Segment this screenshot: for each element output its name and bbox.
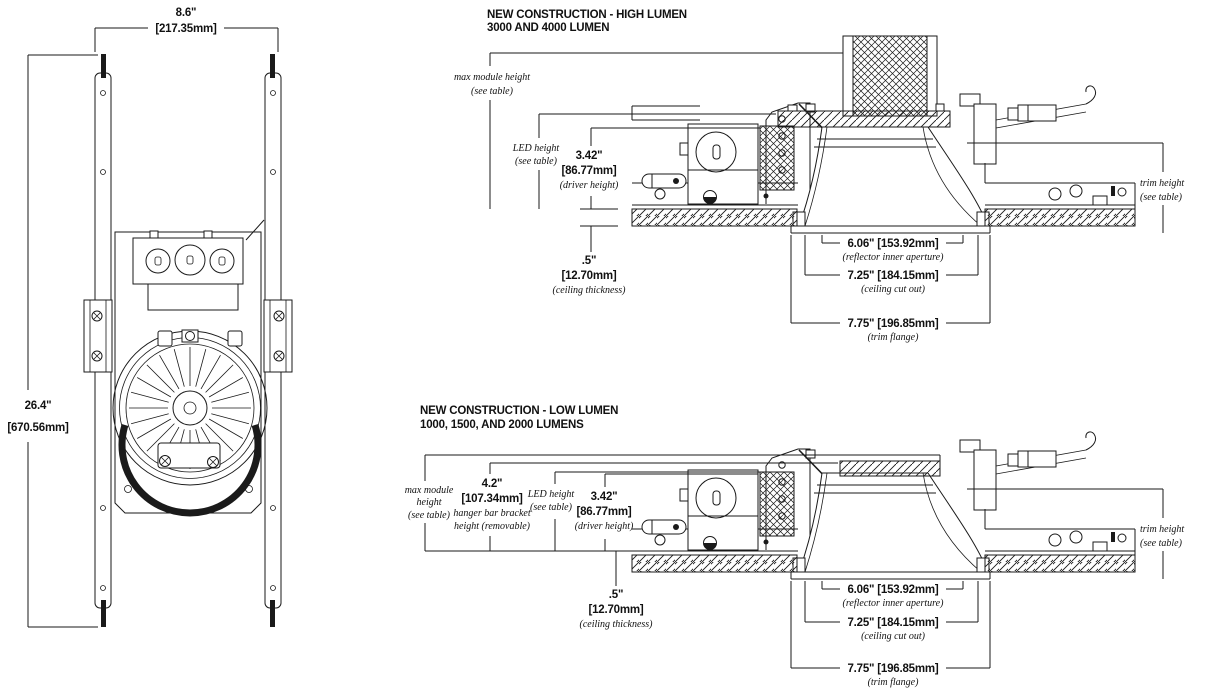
- plan-length-dimension: 26.4" [670.56mm]: [7, 54, 98, 628]
- aperture-note: (reflector inner aperture): [843, 598, 945, 609]
- aperture-note: (reflector inner aperture): [843, 252, 945, 263]
- housing-section: [631, 431, 1164, 580]
- ceiling-thickness-mm: [12.70mm]: [588, 604, 643, 616]
- ceiling-thickness-dim: .5" [12.70mm] (ceiling thickness): [425, 550, 653, 630]
- ceiling-thickness-value: .5": [609, 589, 623, 601]
- cutout-dim: 7.25" [184.15mm] (ceiling cut out): [804, 235, 979, 295]
- driver-height-note: (driver height): [575, 521, 634, 532]
- cutout-dim: 7.25" [184.15mm] (ceiling cut out): [804, 581, 979, 642]
- aperture-dim: 6.06" [153.92mm] (reflector inner apertu…: [821, 235, 964, 263]
- trim-height-text: trim height: [1140, 524, 1184, 535]
- led-height-dim: LED height (see table): [527, 471, 776, 551]
- aperture-value: 6.06" [153.92mm]: [847, 238, 938, 250]
- hanger-bracket-height-dim: 4.2" [107.34mm] hanger bar bracket heigh…: [453, 462, 838, 551]
- see-table-note: (see table): [515, 156, 558, 167]
- cutout-note: (ceiling cut out): [861, 284, 926, 295]
- aperture-dim: 6.06" [153.92mm] (reflector inner apertu…: [821, 581, 964, 609]
- driver-height-dim: 3.42" [86.77mm] (driver height): [560, 127, 760, 209]
- driver-height-value: 3.42": [591, 491, 618, 503]
- mounting-pan: [114, 231, 262, 514]
- module-cap: [777, 110, 951, 128]
- aperture-value: 6.06" [153.92mm]: [847, 584, 938, 596]
- cutout-value: 7.25" [184.15mm]: [847, 617, 938, 629]
- leader-line: [245, 219, 265, 241]
- ceiling-thickness-note: (ceiling thickness): [579, 619, 653, 630]
- clamp-ring: [118, 423, 262, 517]
- ceiling-thickness-note: (ceiling thickness): [552, 285, 626, 296]
- hanger-bracket-note1: hanger bar bracket: [453, 508, 530, 519]
- max-module-height-label: max module height: [454, 72, 530, 83]
- led-module-column: [852, 35, 928, 117]
- driver-height-mm: [86.77mm]: [561, 165, 616, 177]
- plan-view: 8.6" [217.35mm] 26.4" [670.56mm]: [7, 7, 293, 628]
- ceiling-thickness-dim: .5" [12.70mm] (ceiling thickness): [552, 208, 626, 296]
- trim-height-label: trim height (see table): [1140, 524, 1184, 549]
- flange-value: 7.75" [196.85mm]: [847, 663, 938, 675]
- flange-value: 7.75" [196.85mm]: [847, 318, 938, 330]
- cutout-note: (ceiling cut out): [861, 631, 926, 642]
- see-table-note: (see table): [1140, 538, 1183, 549]
- plan-side-clamp-left: [83, 299, 113, 373]
- high-lumen-title: NEW CONSTRUCTION - HIGH LUMEN: [487, 9, 687, 21]
- high-lumen-subtitle: 3000 AND 4000 LUMEN: [487, 22, 609, 34]
- plan-width-dimension: 8.6" [217.35mm]: [94, 7, 279, 52]
- plan-junction-box: [132, 219, 265, 311]
- flange-note: (trim flange): [868, 332, 919, 343]
- plan-width-mm: [217.35mm]: [155, 23, 217, 35]
- driver-height-dim: 3.42" [86.77mm] (driver height): [575, 473, 758, 551]
- hanger-bracket-note2: height (removable): [454, 521, 531, 532]
- flange-dim: 7.75" [196.85mm] (trim flange): [790, 581, 991, 688]
- led-height-label: LED height: [527, 489, 575, 500]
- see-table-note: (see table): [471, 86, 514, 97]
- led-module-plan: [112, 329, 268, 517]
- flange-dim: 7.75" [196.85mm] (trim flange): [790, 235, 991, 343]
- ceiling-thickness-value: .5": [582, 255, 596, 267]
- max-module-height-dim: max module height (see table): [405, 455, 454, 551]
- led-height-dim: LED height (see table): [512, 113, 776, 209]
- plan-width-value: 8.6": [176, 7, 197, 19]
- high-lumen-section-view: NEW CONSTRUCTION - HIGH LUMEN 3000 AND 4…: [454, 9, 1184, 343]
- max-module-height-dim: max module height (see table): [454, 52, 843, 209]
- hanger-bracket-value: 4.2": [482, 478, 503, 490]
- driver-height-mm: [86.77mm]: [576, 506, 631, 518]
- max-module-height-l2: height: [417, 497, 442, 508]
- low-lumen-title: NEW CONSTRUCTION - LOW LUMEN: [420, 405, 618, 417]
- trim-height-text: trim height: [1140, 178, 1184, 189]
- max-module-height-l1: max module: [405, 485, 454, 496]
- driver-height-value: 3.42": [576, 150, 603, 162]
- led-height-label: LED height: [512, 143, 560, 154]
- plan-length-value: 26.4": [25, 400, 52, 412]
- low-lumen-subtitle: 1000, 1500, AND 2000 LUMENS: [420, 419, 584, 431]
- plan-side-clamp-right: [263, 299, 293, 373]
- plan-length-mm: [670.56mm]: [7, 422, 69, 434]
- hanger-bracket-mm: [107.34mm]: [461, 493, 523, 505]
- flange-note: (trim flange): [868, 677, 919, 688]
- driver-height-note: (driver height): [560, 180, 619, 191]
- see-table-note: (see table): [408, 510, 451, 521]
- see-table-note: (see table): [1140, 192, 1183, 203]
- trim-height-label: trim height (see table): [1140, 178, 1184, 203]
- ceiling-thickness-mm: [12.70mm]: [561, 270, 616, 282]
- see-table-note: (see table): [530, 502, 573, 513]
- low-lumen-section-view: NEW CONSTRUCTION - LOW LUMEN 1000, 1500,…: [405, 405, 1185, 688]
- cutout-value: 7.25" [184.15mm]: [847, 270, 938, 282]
- module-cap: [839, 460, 941, 477]
